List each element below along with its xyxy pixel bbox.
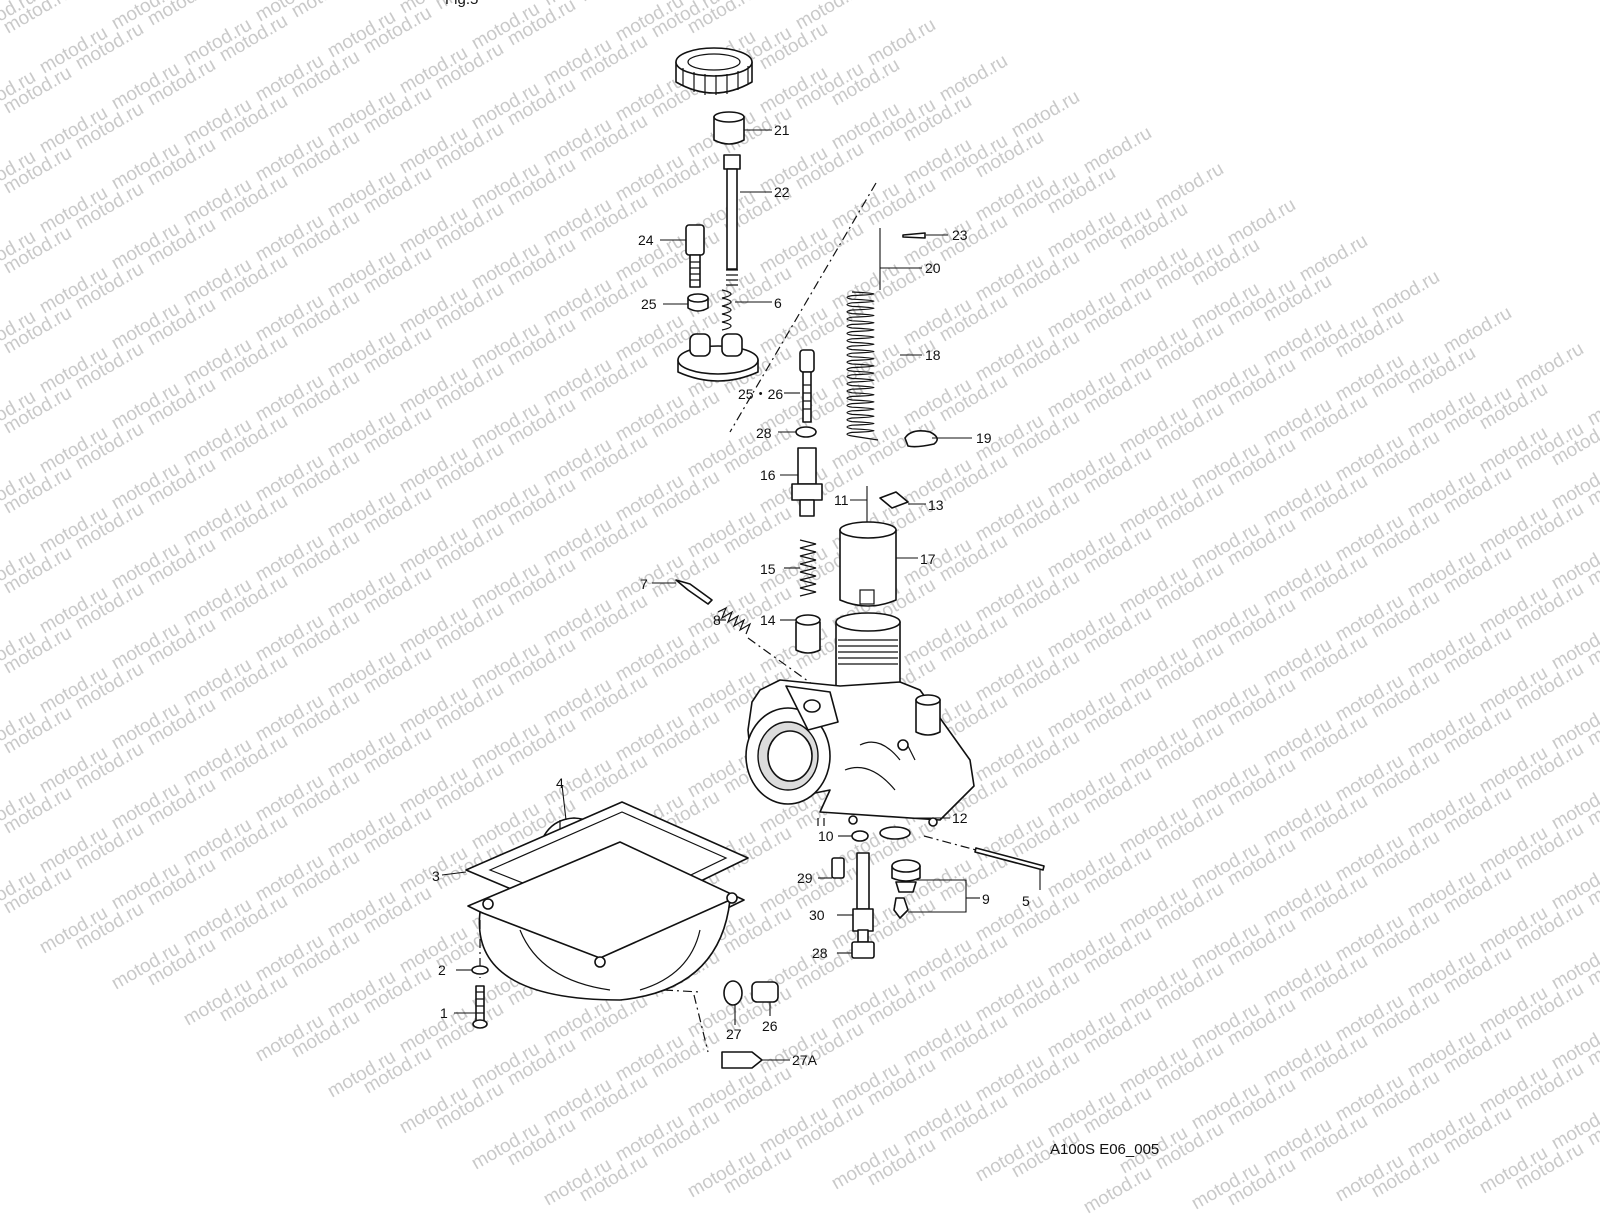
part-26-plug <box>751 981 779 1003</box>
callout-21: 21 <box>774 122 790 138</box>
callout-30: 30 <box>809 907 825 923</box>
callout-10: 10 <box>818 828 834 844</box>
callout-13: 13 <box>928 497 944 513</box>
part-28-main-jet <box>851 929 875 959</box>
callout-3: 3 <box>432 868 440 884</box>
part-7-screw <box>675 579 713 605</box>
callout-1: 1 <box>440 1005 448 1021</box>
header-fragment: Fig.5 <box>445 0 478 8</box>
callout-16: 16 <box>760 467 776 483</box>
part-15-spring <box>799 539 817 597</box>
part-carburetor-body <box>745 612 975 827</box>
part-8-spring <box>717 606 752 635</box>
drawing-reference: A100S E06_005 <box>1050 1141 1160 1158</box>
part-6-spring <box>721 289 732 331</box>
part-24-adjuster <box>685 224 705 288</box>
part-5-rod <box>974 847 1045 871</box>
part-9-float-valve <box>891 859 921 919</box>
callout-11: 11 <box>834 492 849 508</box>
part-12-washer <box>879 826 911 840</box>
callout-24: 24 <box>638 232 654 248</box>
part-28-washer-upper <box>795 426 817 438</box>
callout-27: 27 <box>726 1026 742 1042</box>
callout-26: 26 <box>762 1018 778 1034</box>
part-17-slide <box>839 521 897 607</box>
part-top-cap <box>675 47 753 95</box>
part-16-jet-holder <box>791 447 823 517</box>
part-10-oring <box>851 830 869 842</box>
part-25-26-screw <box>799 349 815 423</box>
part-22-tube <box>723 154 741 286</box>
callout-7: 7 <box>640 576 648 592</box>
callout-19: 19 <box>976 430 992 446</box>
callout-18: 18 <box>925 347 941 363</box>
part-19-clip <box>904 430 938 448</box>
callout-6: 6 <box>774 295 782 311</box>
callout-29: 29 <box>797 870 813 886</box>
part-float-bowl <box>467 841 745 1001</box>
callout-27A: 27A <box>792 1052 817 1068</box>
part-18-spring <box>846 291 879 441</box>
callout-28-lower: 28 <box>812 945 828 961</box>
callout-14: 14 <box>760 612 776 628</box>
part-chamber-cap <box>677 333 759 382</box>
callout-25-26: 25・26 <box>738 386 784 402</box>
callout-5: 5 <box>1022 893 1030 909</box>
callout-2: 2 <box>438 962 446 978</box>
part-23-clip <box>902 232 926 239</box>
part-1-screw <box>472 985 488 1029</box>
callout-9: 9 <box>982 891 990 907</box>
part-13-plate <box>879 491 909 509</box>
part-27-gasket <box>723 980 743 1006</box>
callout-8: 8 <box>713 612 721 628</box>
part-14-jet <box>795 614 821 654</box>
part-21-cap <box>713 111 745 145</box>
callout-28-upper: 28 <box>756 425 772 441</box>
callout-23: 23 <box>952 227 968 243</box>
callout-17: 17 <box>920 551 936 567</box>
part-27A-screw <box>721 1051 763 1069</box>
part-30-needle-jet <box>852 852 874 932</box>
callout-15: 15 <box>760 561 776 577</box>
callout-22: 22 <box>774 184 790 200</box>
part-2-washer <box>471 965 489 975</box>
part-29-pilot-jet <box>831 857 845 879</box>
part-25-nut <box>687 293 709 312</box>
callout-25: 25 <box>641 296 657 312</box>
callout-4: 4 <box>556 775 564 791</box>
callout-12: 12 <box>952 810 968 826</box>
callout-20: 20 <box>925 260 941 276</box>
